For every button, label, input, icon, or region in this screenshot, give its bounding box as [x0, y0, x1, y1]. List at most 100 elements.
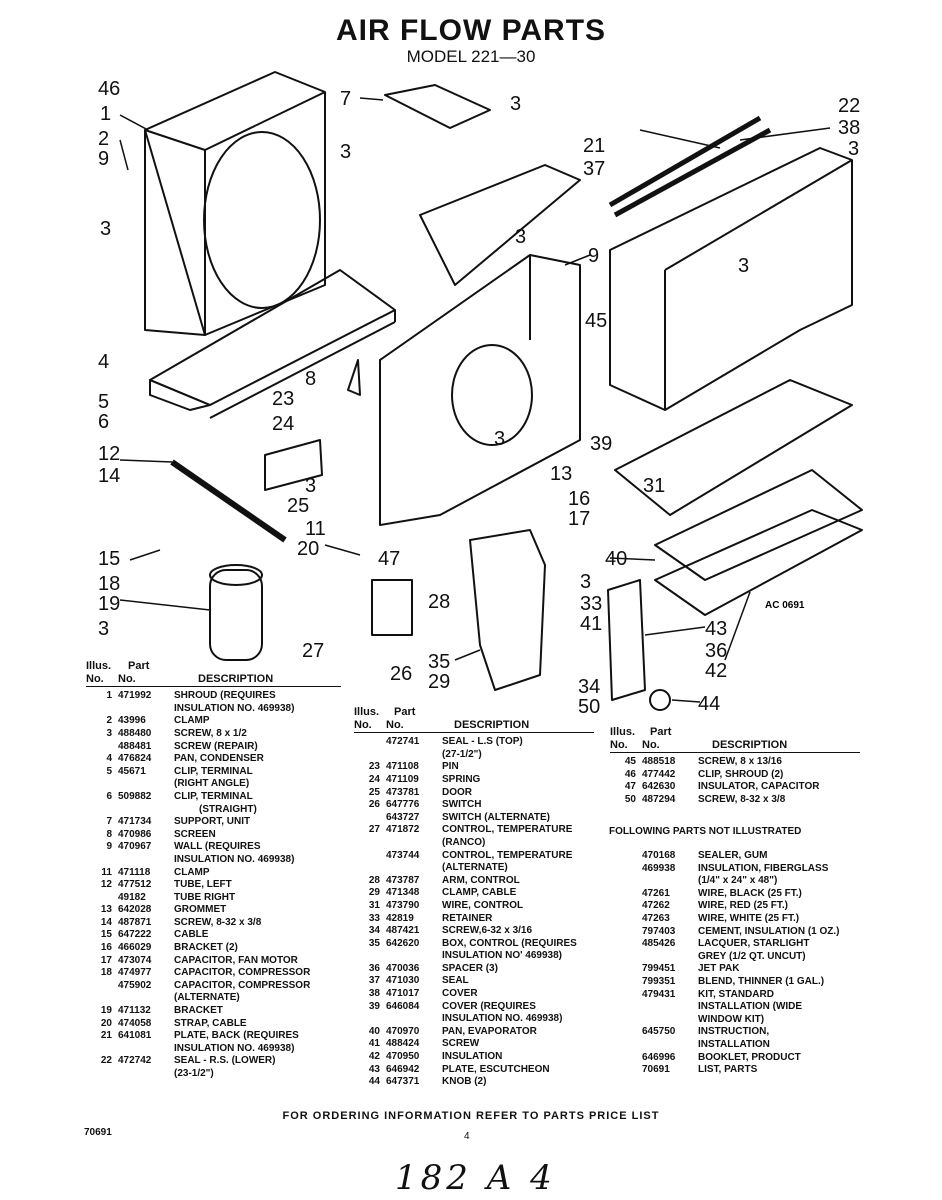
- cell-desc: (1/4" x 24" x 48"): [698, 875, 778, 887]
- not-illustrated-heading: FOLLOWING PARTS NOT ILLUSTRATED: [609, 826, 802, 837]
- callout-number: 3: [305, 475, 316, 497]
- cell-desc: WIRE, BLACK (25 FT.): [698, 887, 802, 899]
- cell-no: 17: [100, 954, 112, 966]
- cell-no: 46: [624, 768, 636, 780]
- table-row: INSULATION NO. 469938): [86, 703, 341, 716]
- callout-number: 37: [583, 158, 605, 180]
- cell-no: 34: [368, 925, 380, 937]
- cell-no: [86, 804, 118, 817]
- callout-number: 46: [98, 78, 120, 100]
- cell-desc: PLATE, ESCUTCHEON: [442, 1063, 550, 1075]
- cell-no: [86, 980, 118, 993]
- cell-part: 642620: [386, 937, 420, 949]
- callout-number: 15: [98, 548, 120, 570]
- cell-desc: GROMMET: [174, 904, 227, 916]
- cell-desc: WIRE, CONTROL: [442, 899, 524, 911]
- cell-desc: PIN: [442, 761, 459, 773]
- cell-desc: CAPACITOR, COMPRESSOR: [174, 979, 311, 991]
- cell-desc: LIST, PARTS: [698, 1064, 758, 1076]
- no-label: No.: [610, 738, 628, 751]
- cell-desc: SCREW: [442, 1038, 480, 1050]
- cell-part: 470950: [386, 1051, 420, 1063]
- cell-part: 471872: [386, 824, 420, 836]
- table-row: 23 471108 PIN: [354, 761, 594, 774]
- cell-no: [610, 888, 642, 901]
- cell-part: 488481: [118, 740, 152, 752]
- table-row: 645750 INSTRUCTION,: [610, 1026, 860, 1039]
- cell-part: 647222: [118, 929, 152, 941]
- callout-number: 4: [98, 351, 109, 373]
- cell-part: 474977: [118, 967, 152, 979]
- cell-part: 470970: [386, 1025, 420, 1037]
- cell-desc: SHROUD (REQUIRES: [174, 690, 276, 702]
- cell-part: 471017: [386, 988, 420, 1000]
- cell-no: [610, 1026, 642, 1039]
- cell-desc: TUBE, LEFT: [174, 879, 232, 891]
- cell-no: [610, 938, 642, 951]
- cell-desc: SCREW, 8 x 13/16: [698, 756, 782, 768]
- cell-part: 45671: [118, 765, 146, 777]
- cell-part: 42819: [386, 912, 414, 924]
- cell-desc: CLAMP: [174, 866, 210, 878]
- table-row: INSULATION NO. 469938): [354, 1013, 594, 1026]
- cell-part: 642630: [642, 781, 676, 793]
- cell-no: 39: [368, 1000, 380, 1012]
- table-row: (ALTERNATE): [86, 992, 341, 1005]
- cell-desc: INSTALLATION (WIDE: [698, 1001, 803, 1013]
- cell-desc: CLIP, TERMINAL: [174, 790, 253, 802]
- cell-no: [86, 741, 118, 754]
- cell-desc: LACQUER, STARLIGHT: [698, 938, 810, 950]
- cell-desc: CLIP, TERMINAL: [174, 765, 253, 777]
- cell-no: [354, 1013, 386, 1026]
- cell-desc: BOOKLET, PRODUCT: [698, 1051, 801, 1063]
- cell-no: 4: [106, 753, 112, 765]
- cell-desc: INSTRUCTION,: [698, 1026, 770, 1038]
- cell-desc: (RANCO): [442, 836, 486, 848]
- knob-part: [649, 689, 671, 711]
- cell-part: 470986: [118, 828, 152, 840]
- cell-no: 21: [100, 1030, 112, 1042]
- cell-desc: INSTALLATION: [698, 1038, 770, 1050]
- lower-cover-part: [614, 379, 853, 516]
- callout-number: 28: [428, 591, 450, 613]
- callout-number: 17: [568, 508, 590, 530]
- callout-number: 40: [605, 548, 627, 570]
- cell-no: [86, 778, 118, 791]
- callout-number: 12: [98, 443, 120, 465]
- exploded-parts-diagram: AC 0691 46129373321372238333945823244561…: [98, 71, 863, 718]
- cell-no: 37: [368, 975, 380, 987]
- callout-number: 7: [340, 88, 351, 110]
- cell-no: [354, 736, 386, 749]
- cell-part: 645750: [642, 1026, 676, 1038]
- callout-number: 1: [100, 103, 111, 125]
- cell-desc: SWITCH: [442, 799, 482, 811]
- cell-part: 471992: [118, 690, 152, 702]
- cell-part: 471108: [386, 761, 419, 773]
- cell-no: 14: [100, 916, 112, 928]
- seal-top-part: [608, 115, 762, 208]
- callout-number: 36: [705, 640, 727, 662]
- screen-part: [347, 359, 361, 396]
- cell-no: 23: [368, 761, 380, 773]
- cell-no: 15: [100, 929, 112, 941]
- illus-label: Illus.: [610, 726, 636, 738]
- cell-no: [610, 951, 642, 964]
- cell-desc: COVER (REQUIRES: [442, 1000, 536, 1012]
- cell-desc: KNOB (2): [442, 1076, 487, 1088]
- cell-no: [610, 1052, 642, 1065]
- handwritten-note: 182 A 4: [395, 1158, 556, 1198]
- cell-desc: BOX, CONTROL (REQUIRES: [442, 937, 577, 949]
